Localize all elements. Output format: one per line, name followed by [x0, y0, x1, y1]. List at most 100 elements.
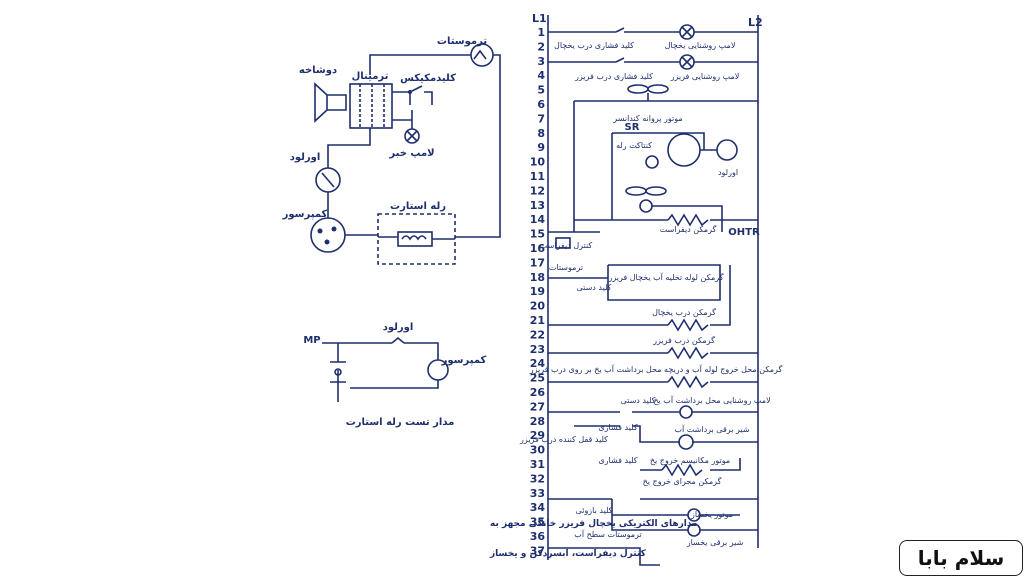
r4-load-label: لامپ روشنایی فریزر	[670, 72, 740, 81]
rung-number: 24	[530, 357, 546, 370]
rung-number: 9	[537, 141, 545, 154]
rung-number: 25	[530, 372, 545, 385]
rung-number: 10	[530, 156, 546, 169]
test-circuit-title: مدار تست رله استارت	[346, 417, 455, 428]
rung-number: 21	[530, 314, 545, 327]
r18-heater-label: گرمکن لوله تخلیه آب یخچال فریزر	[607, 272, 723, 282]
rung-number: 37	[530, 544, 545, 557]
r24-heater-label: گرمکن محل خروج لوله آب و دریچه محل برداش…	[529, 364, 783, 374]
rung-number: 29	[530, 429, 545, 442]
rung-number: 6	[537, 98, 545, 111]
r28-switch-label: کلید فشاری	[598, 423, 637, 432]
rung-number: 36	[530, 530, 546, 543]
r2-switch-label: کلید فشاری درب یخچال	[554, 41, 634, 50]
rung-number: 3	[537, 55, 545, 68]
r15-control-label: کنترل دیفراست	[540, 241, 593, 250]
r4-switch-label: کلید فشاری درب فریزر	[574, 72, 653, 81]
rung-number: 31	[530, 458, 545, 471]
test-overload-symbol	[391, 336, 405, 344]
rung-number: 28	[530, 415, 545, 428]
test-overload-label: اورلود	[383, 322, 414, 333]
logo-text: سلام بابا	[917, 546, 1005, 570]
rung-number: 34	[530, 501, 546, 514]
start-relay-label: رله استارت	[390, 201, 446, 212]
rung-number: 19	[530, 285, 545, 298]
rung-number: 22	[530, 328, 545, 341]
r9-relay-label: کنتاکت رله	[616, 141, 652, 150]
r9-overload-icon	[716, 139, 738, 161]
r31-heater	[661, 463, 703, 477]
r22-heater-label: گرمکن درب فریزر	[652, 335, 715, 345]
rung-number: 27	[530, 400, 545, 413]
r14-ohtr-label: OHTR	[728, 227, 760, 238]
rung-number: 23	[530, 343, 545, 356]
r34-switch-label: کلید بازوئی	[576, 506, 613, 515]
clixon-label: کلیدمکیکس	[400, 73, 456, 84]
rung-numbers: 1234567891011121314151617181920212223242…	[530, 26, 546, 557]
rung-number: 18	[530, 271, 545, 284]
rung-number: 32	[530, 472, 545, 485]
compressor-wiring: ترموستات دوشاخه ترمینال کلیدمکیکس لامپ خ…	[282, 36, 501, 265]
test-mp-label: MP	[303, 335, 320, 346]
r10-s-icon	[645, 155, 659, 169]
r35-s-icon	[687, 523, 701, 537]
terminal-label: ترمینال	[352, 71, 389, 82]
rung-number: 4	[537, 69, 545, 82]
r1-lamp-icon	[679, 24, 695, 40]
r35-thermostat-label: ترموستات سطح آب	[574, 529, 641, 539]
overload-label: اورلود	[290, 152, 321, 163]
thermostat-label: ترموستات	[437, 36, 487, 47]
rung-number: 12	[530, 184, 545, 197]
rung-number: 15	[530, 228, 545, 241]
r30-switch-label: کلید فشاری	[598, 456, 637, 465]
r13-motor-icon	[639, 199, 653, 213]
r27-s-icon	[679, 405, 693, 419]
l2-label: L2	[748, 16, 763, 29]
r15-defrost-control	[555, 237, 571, 249]
r25-heater	[667, 375, 709, 389]
rung-number: 30	[530, 444, 546, 457]
r36-load-label: شیر برقی یخساز	[686, 538, 744, 547]
r30-load-label: موتور مکانیسم خروج یخ	[650, 456, 730, 465]
rung-number: 33	[530, 487, 545, 500]
r6-fan-icon	[627, 84, 649, 94]
r23-heater	[667, 346, 709, 360]
rung-number: 13	[530, 199, 545, 212]
r14-heater-label: گرمکن دیفراست	[660, 224, 717, 234]
rung-number: 26	[530, 386, 546, 399]
rung-number: 8	[537, 127, 545, 140]
r20-heater-label: گرمکن درب یخچال	[652, 307, 716, 317]
rung-number: 7	[537, 112, 545, 125]
rung-number: 1	[537, 26, 545, 39]
r14-heater	[667, 213, 709, 227]
r10-overload-label: اورلود	[718, 168, 738, 177]
rung-number: 2	[537, 40, 545, 53]
rung-number: 11	[530, 170, 545, 183]
l1-label: L1	[532, 12, 547, 25]
rung-number: 16	[530, 242, 546, 255]
plug-icon	[314, 82, 347, 123]
rung-number: 5	[537, 84, 545, 97]
caption-line-1: مدارهای الکتریکی یخچال فریزر خانگی مجهز …	[490, 517, 698, 529]
rung-number: 14	[530, 213, 546, 226]
r19-switch-label: کلید دستی	[577, 283, 612, 292]
terminal-block	[349, 83, 393, 129]
r28-load-label: شیر برقی برداشت آب	[674, 424, 749, 434]
rung-number: 17	[530, 256, 545, 269]
r3-lamp-icon	[679, 54, 695, 70]
r26-switch-label: کلید دستی	[621, 396, 656, 405]
lamp-label: لامپ خبر	[388, 148, 434, 159]
ladder-diagram: L1 L2 1234567891011121314151617181920212…	[519, 12, 783, 566]
start-relay-test-circuit: MP اورلود کمپرسور مدار تست رله استارت	[303, 322, 486, 428]
test-compressor-label: کمپرسور	[441, 355, 487, 366]
r12-fan-icon	[625, 186, 647, 196]
clixon-switch	[392, 85, 433, 105]
r9-compressor-symbol	[667, 133, 701, 167]
r8-sr-label: SR	[625, 122, 640, 133]
compressor-label: کمپرسور	[282, 209, 328, 220]
caption-line-2: کنترل دیفراست، آبسردکن و یخساز	[489, 547, 647, 559]
plug-label: دوشاخه	[299, 65, 337, 76]
r7-fan-label: موتور پروانه کندانسر	[612, 114, 682, 123]
rung-number: 35	[530, 516, 545, 529]
